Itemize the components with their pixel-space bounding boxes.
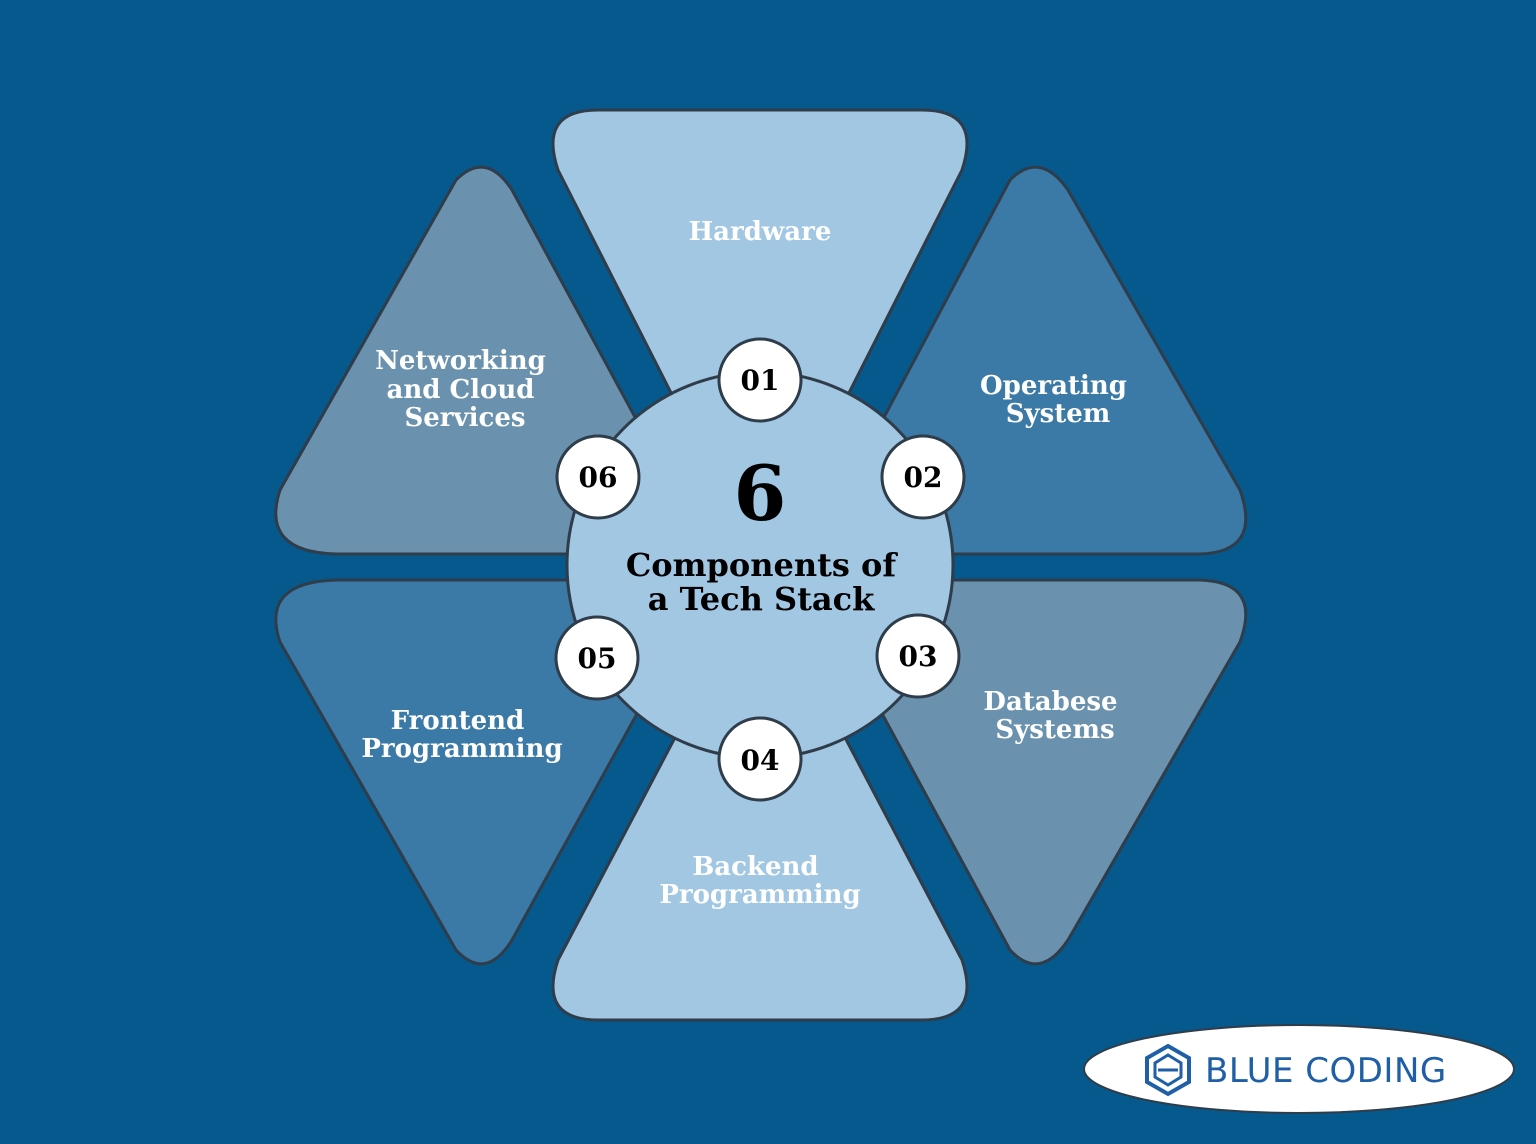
segment-label-frontend-programming: Frontend Programming — [361, 706, 562, 764]
badge-02: 02 — [880, 434, 966, 520]
badge-circle-05 — [554, 615, 640, 701]
badge-01: 01 — [717, 337, 803, 423]
badge-number-01: 01 — [741, 364, 780, 397]
badge-circle-02 — [880, 434, 966, 520]
badge-number-04: 04 — [741, 744, 780, 777]
logo-text: BLUE CODING — [1205, 1051, 1447, 1091]
hexagon-e-icon — [1145, 1043, 1191, 1097]
center-number: 6 — [734, 449, 787, 538]
segment-label-database-systems: Databese Systems — [983, 687, 1126, 745]
badge-circle-03 — [875, 613, 961, 699]
segment-label-hardware: Hardware — [689, 217, 832, 247]
logo-badge — [1083, 1024, 1515, 1114]
badge-number-05: 05 — [578, 642, 617, 675]
badge-circle-01 — [717, 337, 803, 423]
blue-coding-logo: BLUE CODING — [1083, 1024, 1515, 1114]
badge-number-03: 03 — [899, 640, 938, 673]
center-title-line2: a Tech Stack — [648, 580, 875, 618]
badge-circle-06 — [555, 434, 641, 520]
badge-circle-04 — [717, 716, 803, 802]
segment-label-operating-system: Operating System — [980, 371, 1136, 429]
segment-label-networking-cloud: Networking and Cloud Services — [375, 346, 555, 433]
center-title-line1: Components of — [626, 546, 899, 584]
badge-05: 05 — [554, 615, 640, 701]
segment-backend-programming: Backend Programming — [551, 633, 969, 1022]
badge-number-06: 06 — [579, 461, 618, 494]
badge-06: 06 — [555, 434, 641, 520]
badge-number-02: 02 — [904, 461, 943, 494]
badge-03: 03 — [875, 613, 961, 699]
segment-label-backend-programming: Backend Programming — [659, 852, 860, 910]
badge-04: 04 — [717, 716, 803, 802]
segment-hardware: Hardware — [551, 108, 969, 507]
